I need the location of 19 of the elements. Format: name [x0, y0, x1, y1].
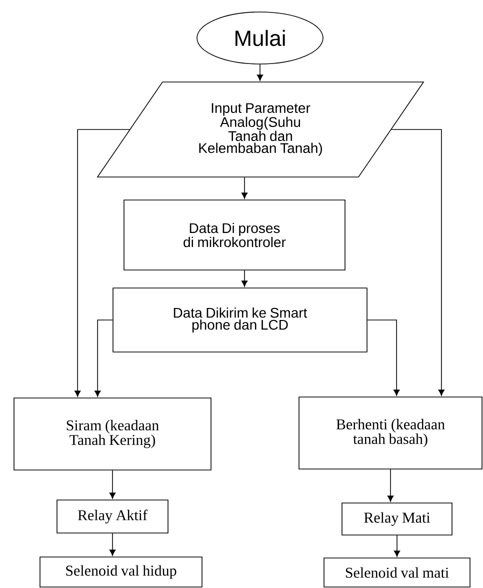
process-box: Selenoid val mati [324, 558, 470, 588]
arrow [94, 320, 113, 397]
arrow [241, 270, 248, 287]
process-box: Relay Mati [342, 502, 452, 536]
process-box: Selenoid val hidup [40, 556, 202, 588]
process-box: Data Di proses di mikrokontroler [124, 200, 346, 270]
process-box: Relay Aktif [56, 500, 168, 534]
arrow [74, 129, 130, 397]
arrow [391, 129, 444, 396]
arrow [367, 320, 400, 396]
arrow [241, 177, 248, 199]
arrow [109, 470, 116, 499]
process-box: Data Dikirim ke Smart phone dan LCD [112, 288, 368, 352]
arrow [394, 535, 400, 557]
process-box: Berhenti (keadaan tanah basah) [298, 396, 482, 470]
process-box: Siram (keadaan Tanah Kering) [14, 398, 212, 470]
arrow [387, 469, 394, 502]
arrow [109, 533, 116, 556]
arrow [256, 64, 264, 81]
